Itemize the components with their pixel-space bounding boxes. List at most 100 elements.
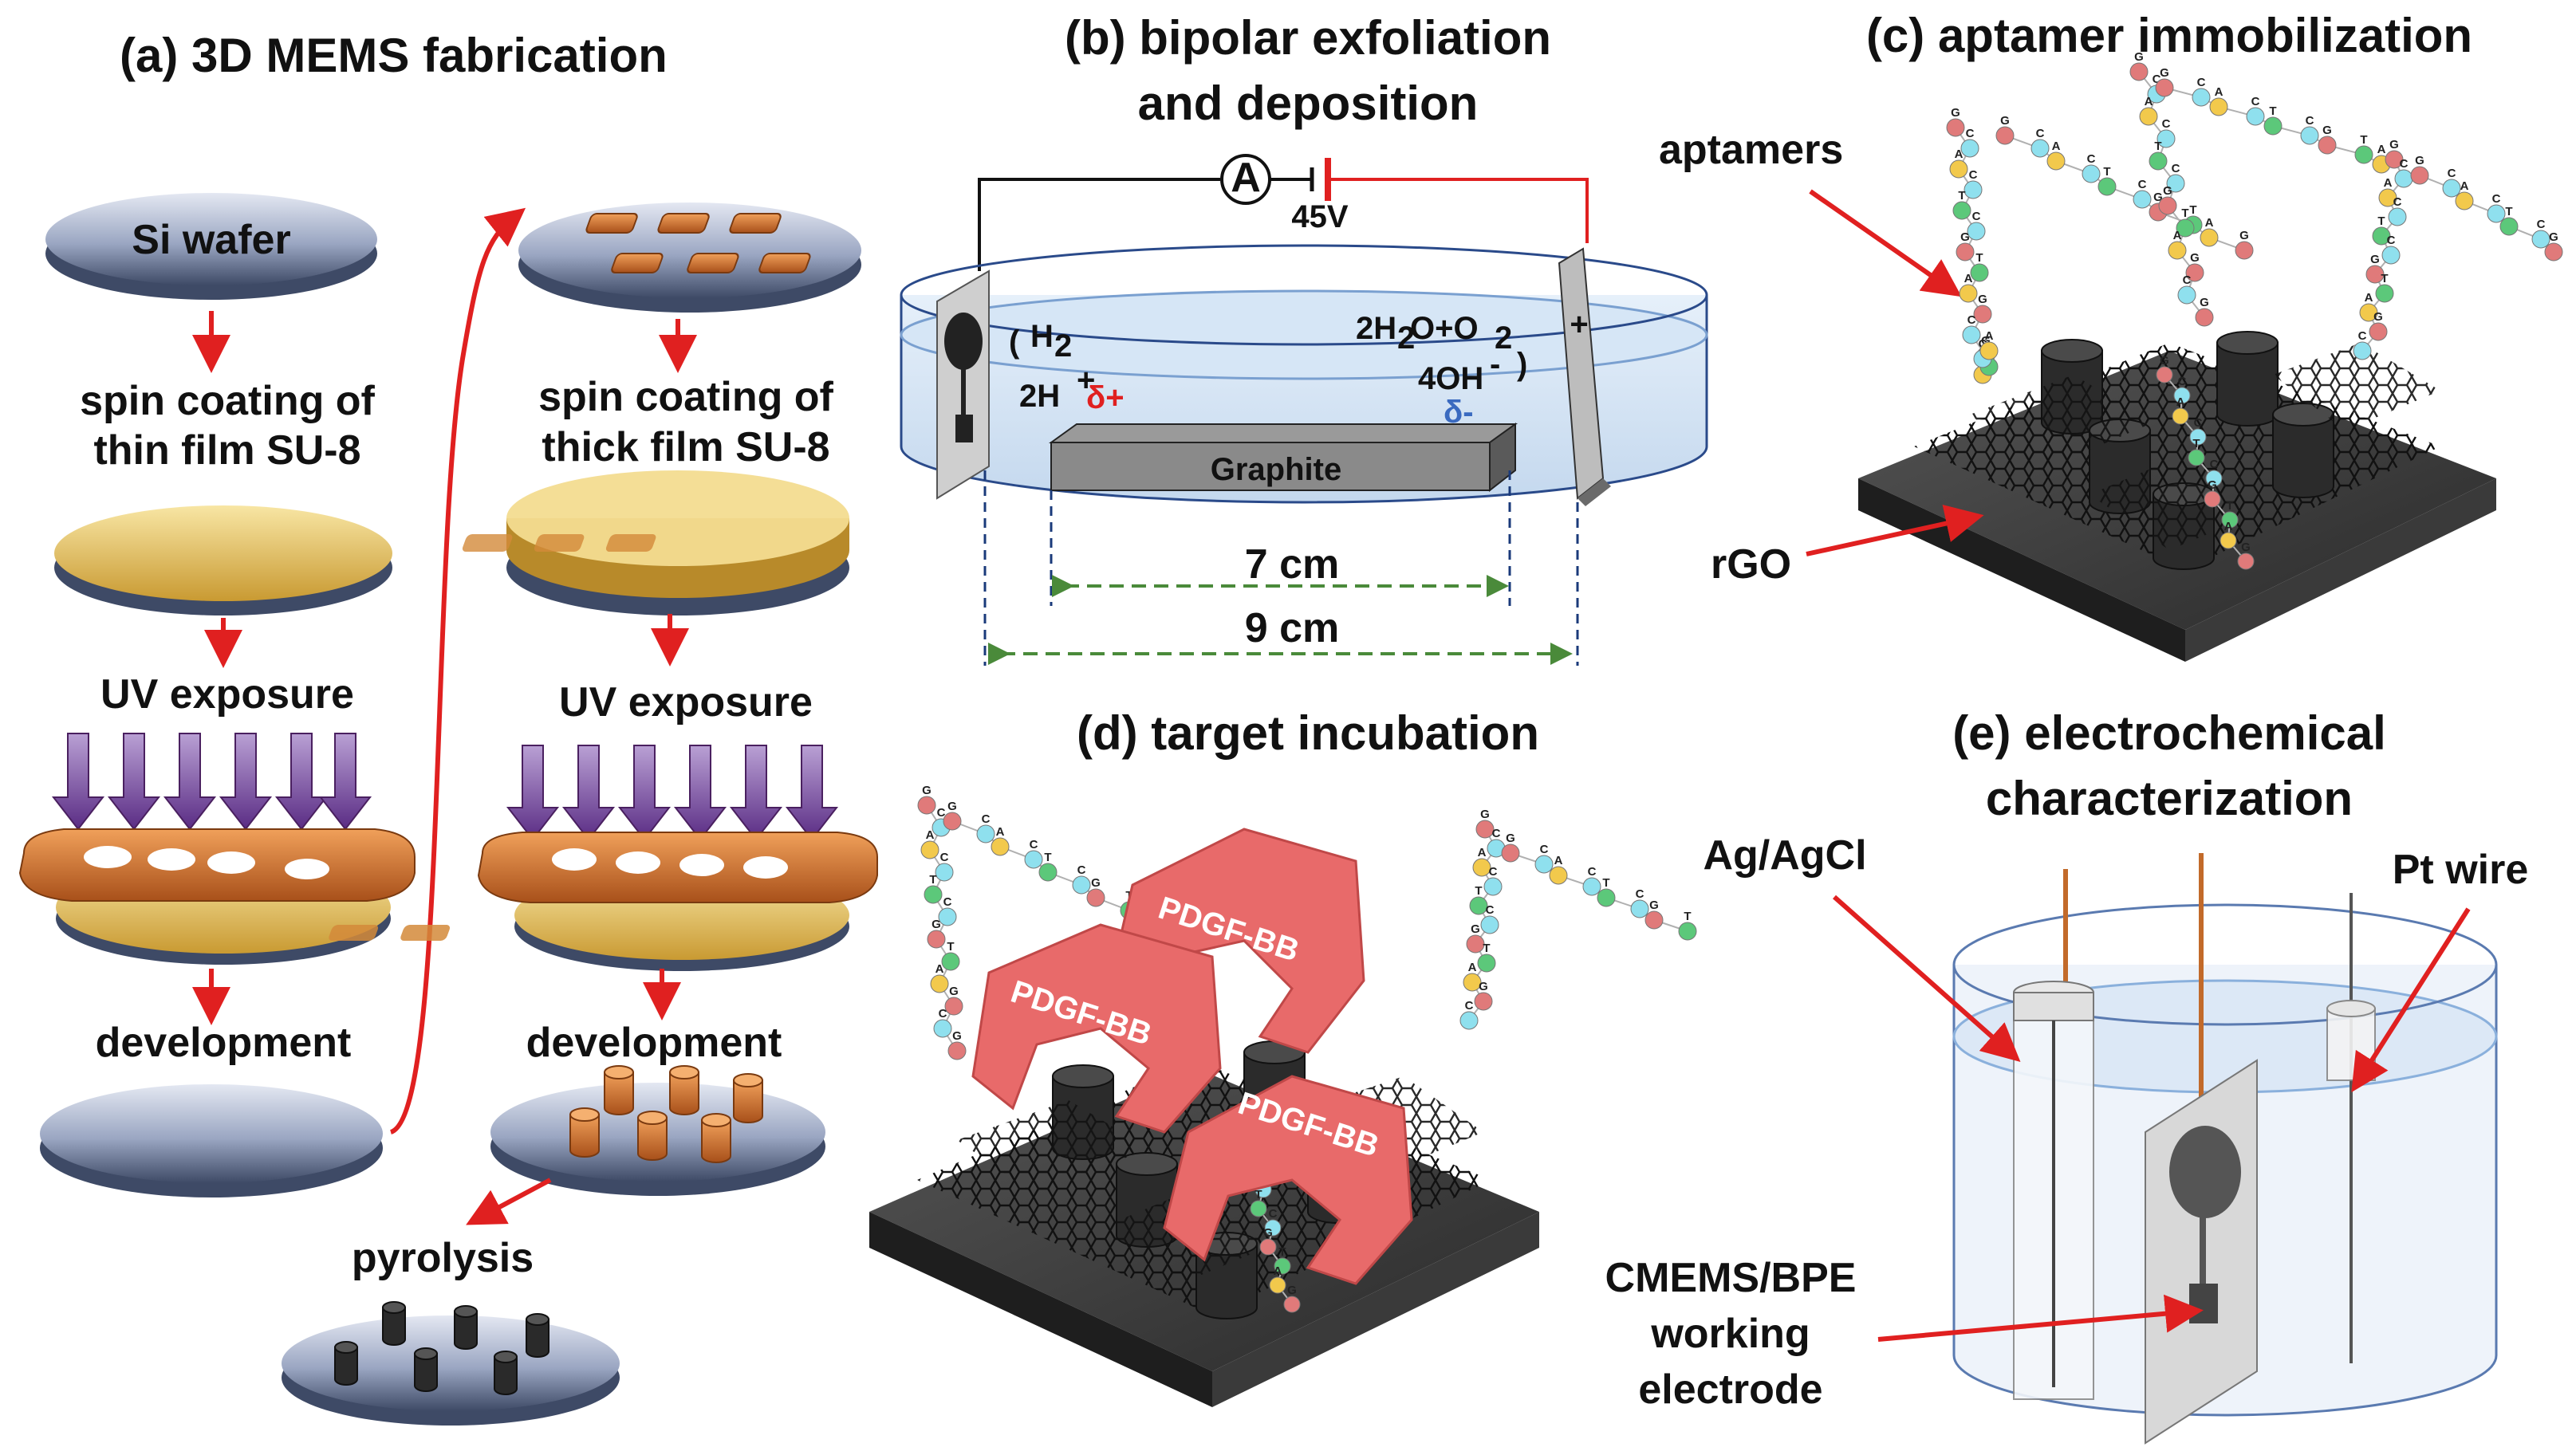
nucleotide-bead [2046,151,2066,171]
nucleotide-bead [1463,973,1482,992]
nucleotide-letter: G [2163,184,2172,198]
nucleotide-bead [2156,366,2173,383]
nucleotide-bead [1534,855,1554,874]
nucleotide-bead [1259,1238,1277,1256]
graphite-bar: Graphite [1048,423,1518,493]
nucleotide-bead [2375,284,2394,303]
bpe-anode-electrode [936,269,990,500]
panel-e: (e) electrochemical characterization [1605,706,2529,1445]
nucleotide-letter: A [1468,961,1477,974]
dimension-outer: 9 cm [983,470,1579,666]
nucleotide-letter: A [1955,147,1964,161]
nucleotide-letter: C [1636,887,1644,901]
nucleotide-letter: C [2197,76,2206,89]
nucleotide-bead [976,824,995,844]
nucleotide-bead [1469,896,1488,915]
nucleotide-bead [947,1041,967,1060]
nucleotide-letter: C [2087,152,2096,166]
nucleotide-letter: C [2178,375,2187,388]
nucleotide-letter: A [2377,143,2386,156]
nucleotide-letter: A [1964,272,1973,285]
nucleotide-bead [2221,511,2239,529]
nucleotide-bead [2192,88,2211,107]
nucleotide-letter: C [2251,95,2260,108]
water-sub2: 2 [1495,320,1512,356]
nucleotide-bead [930,974,949,993]
nucleotide-letter: C [939,1007,947,1020]
nucleotide-letter: C [937,806,946,820]
nucleotide-bead [1483,877,1503,896]
nucleotide-letter: C [940,851,949,864]
nucleotide-bead [2263,116,2283,136]
voltage-label: 45V [1291,199,1348,234]
rgo-arrow [1806,504,1984,556]
nucleotide-letter: C [2194,416,2203,430]
nucleotide-letter: T [2381,272,2388,285]
nucleotide-bead [927,930,946,949]
nucleotide-bead [1995,126,2015,145]
h2-label: H [1030,319,1054,354]
svg-text:): ) [1517,347,1527,382]
nucleotide-letter: G [1649,899,1659,912]
thin-su8-wafer [54,505,392,615]
aptamer-chains-c: GCACTCGTAGCGATCAGCACTCGTAGGCACTCGTAGCGGC… [1946,50,2563,570]
nucleotide-bead [1477,954,1496,973]
nucleotide-bead [920,840,939,859]
nucleotide-bead [935,863,954,882]
nucleotide-letter: A [2215,85,2223,99]
panel-c-title: (c) aptamer immobilization [1866,9,2472,62]
panel-a-title: (a) 3D MEMS fabrication [120,29,668,82]
panel-e-title-line1: (e) electrochemical [1952,706,2386,760]
nucleotide-letter: A [1554,854,1563,867]
nucleotide-bead [2176,218,2195,238]
panel-e-title-line2: characterization [1986,772,2353,825]
nucleotide-bead [2442,179,2461,198]
nucleotide-bead [1956,242,1975,262]
nucleotide-letter: G [1506,832,1515,845]
nucleotide-letter: G [2190,251,2200,265]
nucleotide-letter: G [1471,922,1480,936]
nucleotide-letter: G [2160,354,2169,368]
nucleotide-bead [1644,910,1664,930]
nucleotide-letter: C [1492,827,1501,840]
nucleotide-bead [2030,139,2050,158]
nucleotide-letter: T [2269,104,2276,118]
nucleotide-letter: C [2183,273,2192,287]
pillar-wafer [490,1065,825,1196]
nucleotide-letter: C [1465,999,1474,1013]
uv-arrays-left [51,733,372,831]
nucleotide-letter: T [1958,189,1965,203]
nucleotide-bead [2188,449,2205,466]
nucleotide-letter: G [2373,310,2383,324]
nucleotide-bead [2544,242,2563,262]
nucleotide-letter: C [2172,162,2180,175]
nucleotide-letter: G [2241,541,2251,554]
nucleotide-letter: G [1091,876,1101,890]
nucleotide-bead [2300,126,2319,145]
nucleotide-bead [2487,204,2506,223]
nucleotide-bead [917,796,936,815]
nucleotide-letter: G [1479,980,1488,993]
nucleotide-letter: A [2224,520,2233,533]
nucleotide-letter: T [929,873,936,887]
nucleotide-bead [2149,151,2168,171]
nucleotide-letter: G [2134,50,2144,64]
nucleotide-bead [2205,470,2223,487]
nucleotide-letter: T [1975,251,1983,265]
nucleotide-bead [2200,228,2219,247]
nucleotide-letter: A [2384,176,2393,190]
nucleotide-letter: A [1478,846,1487,859]
nucleotide-letter: T [1602,876,1609,890]
spin-thick-line1: spin coating of [538,374,833,420]
nucleotide-bead [1459,1011,1479,1030]
water-o-plus-o: O+O [1410,311,1479,346]
working-label-line1: CMEMS/BPE [1605,1255,1857,1301]
nucleotide-bead [2369,322,2388,341]
pt-wire-label: Pt wire [2393,847,2529,893]
wire-right [1328,178,1589,243]
nucleotide-letter: C [2153,73,2161,86]
nucleotide-bead [1466,934,1485,954]
nucleotide-letter: T [1044,851,1051,864]
